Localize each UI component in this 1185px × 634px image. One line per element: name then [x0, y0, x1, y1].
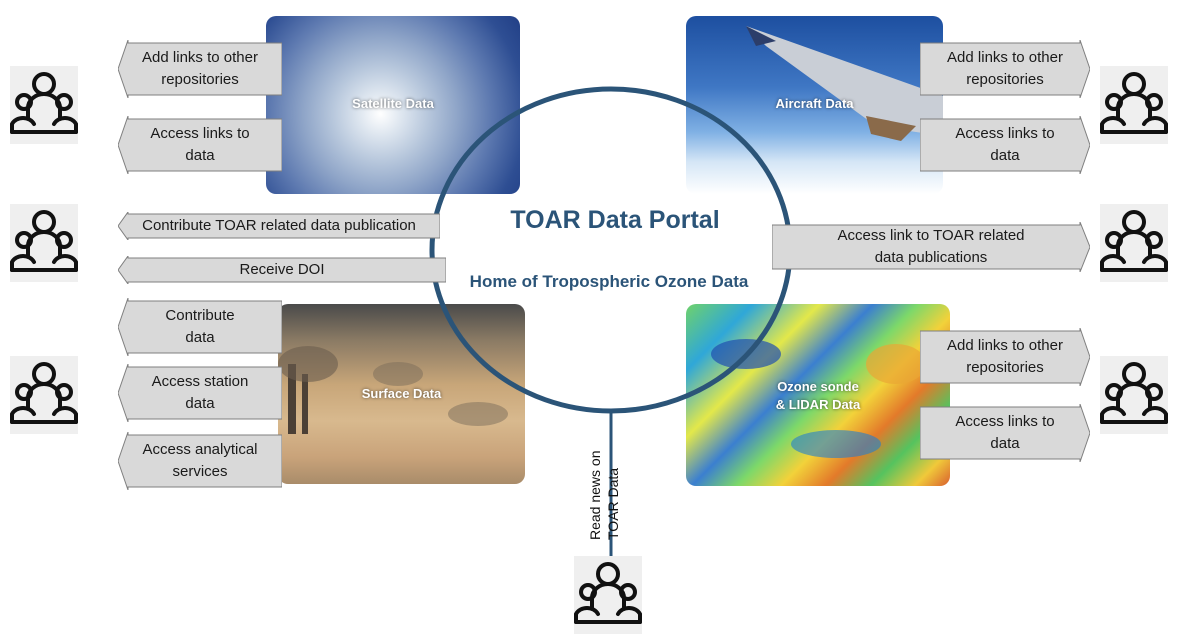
satellite-add-links-arrow[interactable]: Add links to other repositories	[118, 40, 282, 98]
satellite-data-label: Satellite Data	[352, 96, 434, 111]
receive-doi-label: Receive DOI	[239, 261, 325, 278]
users-icon	[574, 556, 642, 634]
aircraft-add-links-arrow[interactable]: Add links to other repositories	[920, 40, 1090, 98]
users-icon	[10, 356, 78, 434]
access-station-data-arrow[interactable]: Access station data	[118, 364, 282, 422]
satellite-access-links-label: Access links to data	[150, 125, 250, 164]
surface-data-panel[interactable]: Surface Data	[278, 304, 525, 484]
aircraft-data-panel[interactable]: Aircraft Data	[686, 16, 943, 194]
receive-doi-arrow[interactable]: Receive DOI	[118, 256, 446, 284]
portal-subtitle: Home of Tropospheric Ozone Data	[469, 272, 749, 291]
ozone-lidar-label: Ozone sonde & LIDAR Data	[686, 378, 950, 414]
ozone-lidar-data-panel[interactable]: Ozone sonde & LIDAR Data	[686, 304, 950, 486]
aircraft-access-links-arrow[interactable]: Access links to data	[920, 116, 1090, 174]
access-publications-arrow[interactable]: Access link to TOAR related data publica…	[772, 222, 1090, 272]
contribute-data-arrow[interactable]: Contribute data	[118, 298, 282, 356]
users-icon	[10, 66, 78, 144]
satellite-data-panel[interactable]: Satellite Data	[266, 16, 520, 194]
access-analytical-services-arrow[interactable]: Access analytical services	[118, 432, 282, 490]
access-publications-label: Access link to TOAR related data publica…	[837, 227, 1025, 266]
contribute-data-label: Contribute data	[165, 307, 235, 346]
satellite-access-links-arrow[interactable]: Access links to data	[118, 116, 282, 174]
satellite-add-links-label: Add links to other repositories	[142, 49, 258, 88]
ozone-access-links-label: Access links to data	[955, 413, 1055, 452]
read-news-label[interactable]: Read news on TOAR Data	[587, 450, 621, 540]
access-station-data-label: Access station data	[151, 373, 249, 412]
users-icon	[10, 204, 78, 282]
aircraft-add-links-label: Add links to other repositories	[947, 49, 1063, 88]
ozone-lidar-label-line2: & LIDAR Data	[775, 397, 861, 412]
ozone-add-links-label: Add links to other repositories	[947, 337, 1063, 376]
users-icon	[1100, 204, 1168, 282]
surface-data-label: Surface Data	[361, 386, 442, 401]
access-analytical-services-label: Access analytical services	[142, 441, 258, 480]
users-icon	[1100, 66, 1168, 144]
portal-title: TOAR Data Portal	[510, 206, 720, 234]
ozone-add-links-arrow[interactable]: Add links to other repositories	[920, 328, 1090, 386]
aircraft-access-links-label: Access links to data	[955, 125, 1055, 164]
ozone-lidar-label-line1: Ozone sonde	[777, 379, 859, 394]
aircraft-data-label: Aircraft Data	[775, 96, 854, 111]
contribute-publication-label: Contribute TOAR related data publication	[142, 217, 416, 234]
users-icon	[1100, 356, 1168, 434]
ozone-access-links-arrow[interactable]: Access links to data	[920, 404, 1090, 462]
contribute-publication-arrow[interactable]: Contribute TOAR related data publication	[118, 212, 440, 240]
